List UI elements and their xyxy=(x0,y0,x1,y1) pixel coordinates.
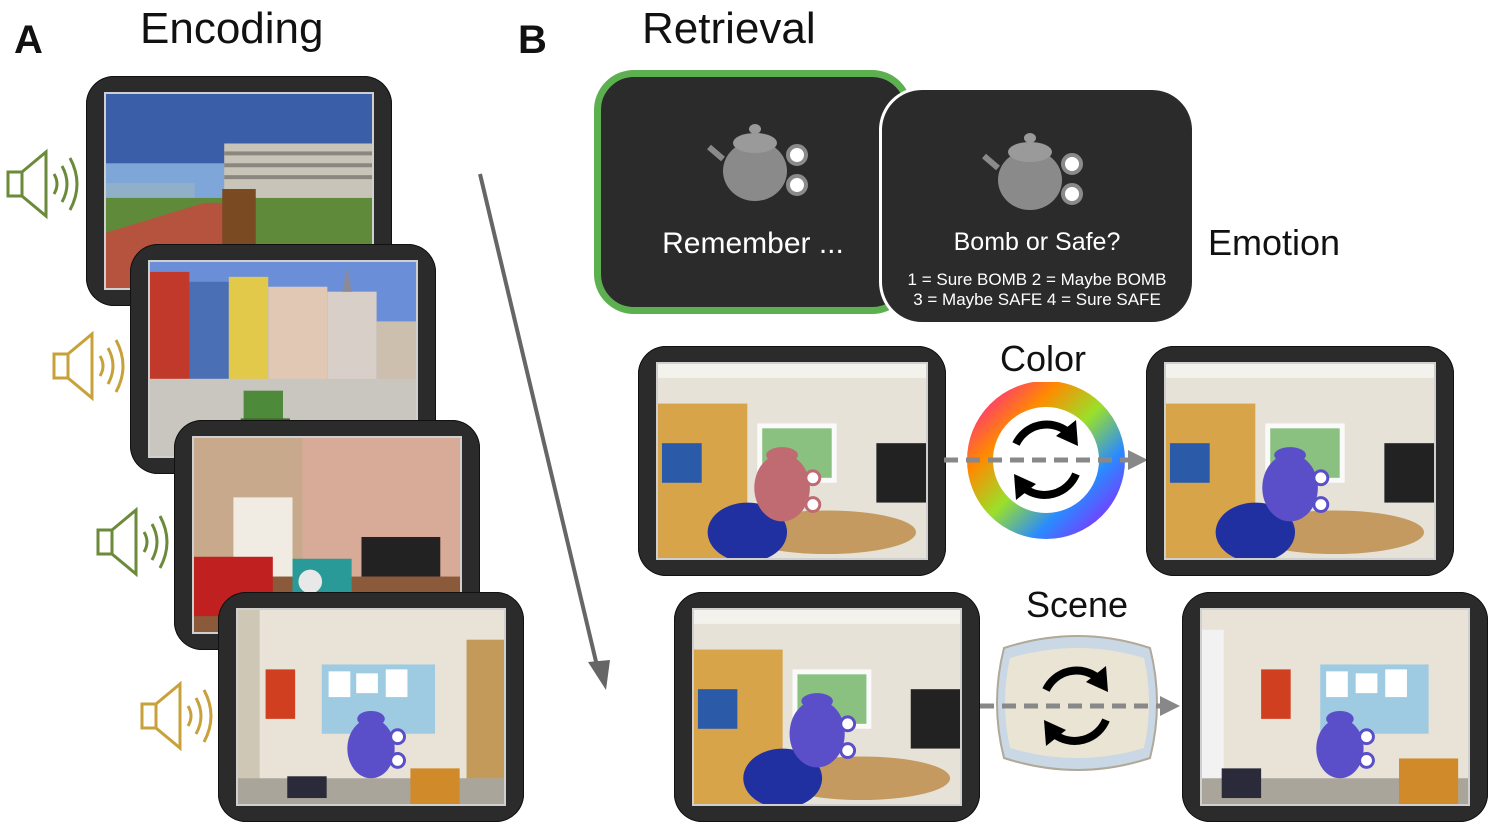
color-label: Color xyxy=(1000,338,1087,379)
response-options-line-1: 1 = Sure BOMB 2 = Maybe BOMB xyxy=(907,270,1167,289)
cycle-arrows-icon xyxy=(1042,666,1110,745)
scene-warp-icon xyxy=(980,635,1180,771)
office-purple-teapot-image xyxy=(1164,362,1436,560)
remember-text: Remember ... xyxy=(662,227,844,260)
encoding-heading: Encoding xyxy=(140,4,324,53)
office-wide-view-image xyxy=(692,608,962,806)
color-task-end-frame xyxy=(1146,346,1454,576)
speaker-icon xyxy=(96,506,170,583)
color-wheel-icon xyxy=(944,382,1148,539)
panel-b-letter: B xyxy=(518,18,547,62)
encoding-frame-office xyxy=(218,592,524,822)
color-task-start-frame xyxy=(638,346,946,576)
teapot-icon xyxy=(982,133,1083,210)
response-options-line-2: 3 = Maybe SAFE 4 = Sure SAFE xyxy=(913,290,1161,309)
scene-task-end-frame xyxy=(1182,592,1488,822)
cycle-arrows-icon xyxy=(1012,420,1080,499)
teapot-icon xyxy=(707,124,808,201)
scene-task-start-frame xyxy=(674,592,980,822)
scene-label: Scene xyxy=(1026,584,1129,625)
speaker-icon xyxy=(140,680,214,757)
bomb-or-safe-card: Bomb or Safe? 1 = Sure BOMB 2 = Maybe BO… xyxy=(882,90,1192,322)
bomb-or-safe-question: Bomb or Safe? xyxy=(953,228,1121,256)
time-arrow xyxy=(478,173,610,690)
office-red-teapot-image xyxy=(656,362,928,560)
emotion-label: Emotion xyxy=(1208,222,1341,263)
beach-scene-image xyxy=(104,92,374,290)
office-rotated-view-image xyxy=(1200,608,1470,806)
encoding-frame-beach xyxy=(86,76,392,306)
panel-a-letter: A xyxy=(14,18,43,62)
office-teapot-scene-image xyxy=(236,608,506,806)
speaker-icon xyxy=(6,148,80,225)
remember-prompt-card: Remember ... xyxy=(594,70,912,314)
retrieval-heading: Retrieval xyxy=(642,4,816,53)
speaker-icon xyxy=(52,330,126,407)
